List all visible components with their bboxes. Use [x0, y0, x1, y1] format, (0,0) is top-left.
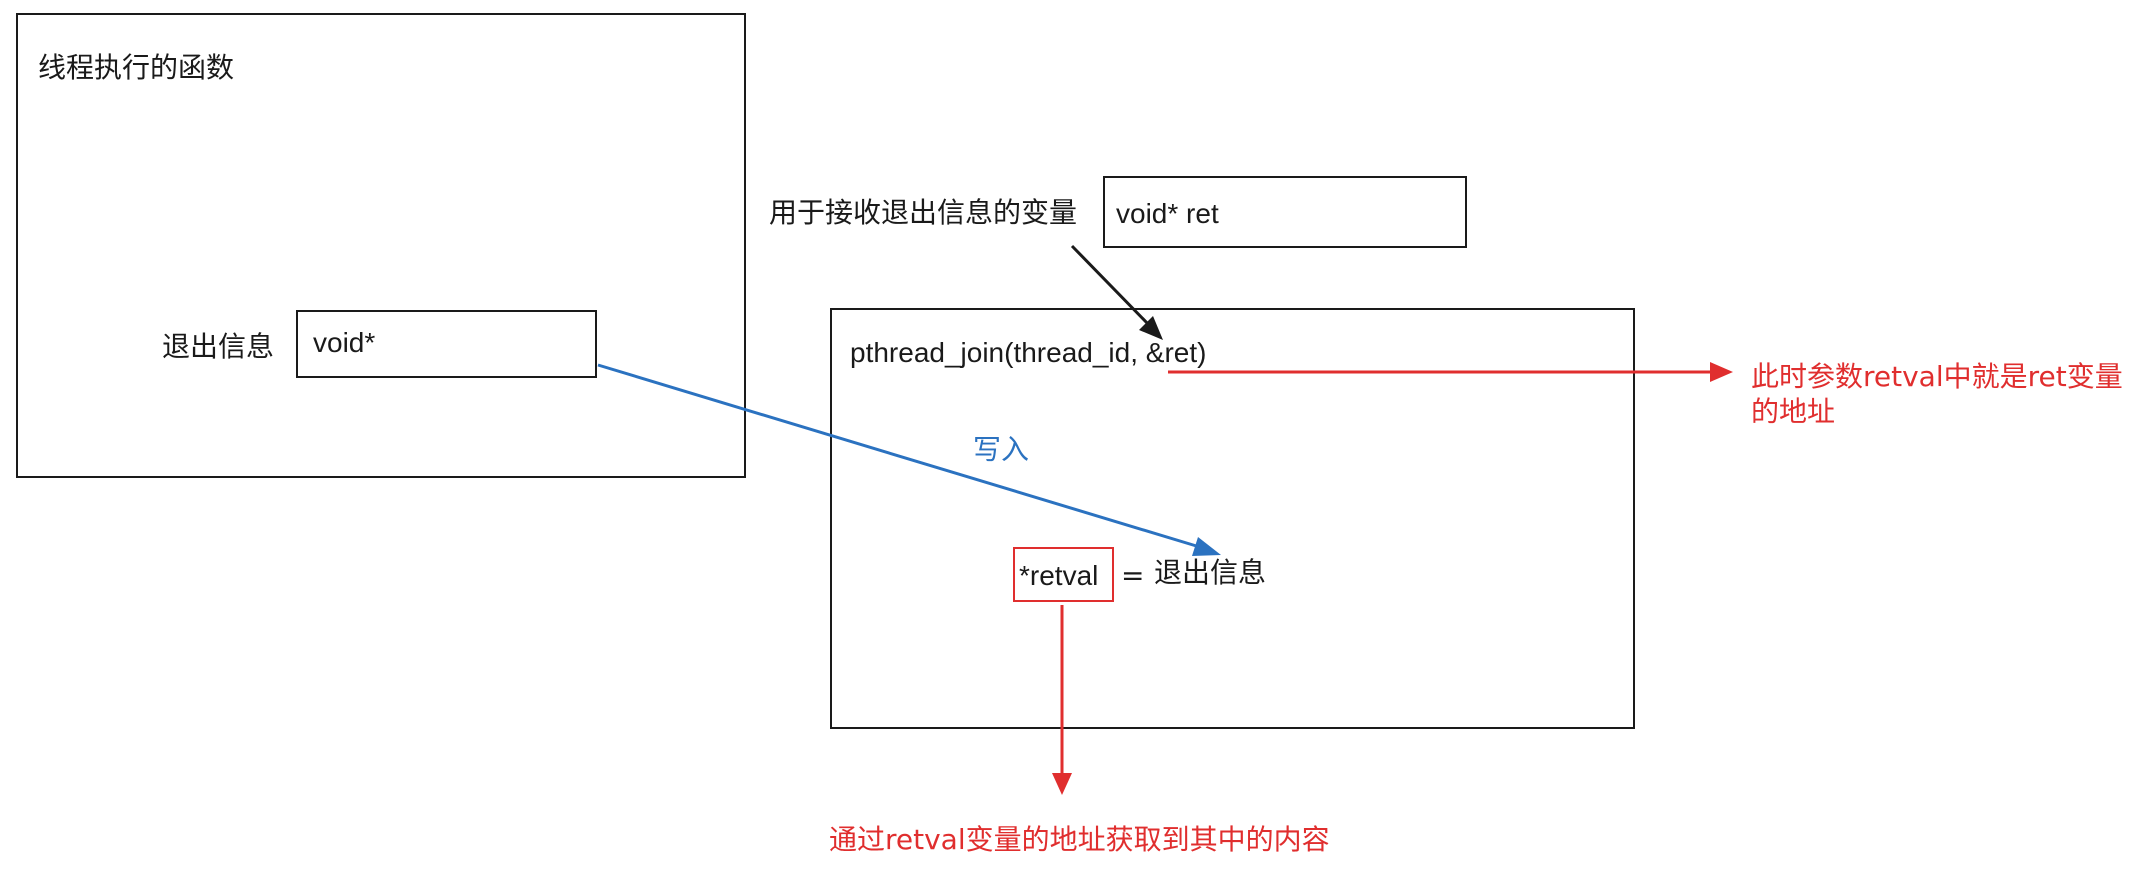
- retval-note-line1: 此时参数retval中就是ret变量: [1751, 360, 2123, 393]
- equals-sign: =: [1121, 559, 1145, 592]
- exit-info-type: void*: [313, 327, 376, 358]
- receiver-label: 用于接收退出信息的变量: [769, 196, 1078, 229]
- write-label: 写入: [973, 433, 1030, 466]
- pthread-join-box: [830, 308, 1635, 729]
- retval-note-line2: 的地址: [1751, 395, 1836, 428]
- pthread-join-call: pthread_join(thread_id, &ret): [850, 337, 1207, 368]
- thread-function-title: 线程执行的函数: [38, 51, 235, 84]
- retval-deref: *retval: [1019, 560, 1099, 591]
- receiver-var-box: [1103, 176, 1467, 248]
- exit-info-rhs: 退出信息: [1154, 556, 1267, 589]
- retval-to-bottom-arrowhead: [1052, 773, 1072, 795]
- exit-info-label: 退出信息: [162, 330, 275, 363]
- receiver-var-decl: void* ret: [1116, 198, 1219, 229]
- bottom-note: 通过retval变量的地址获取到其中的内容: [829, 823, 1330, 856]
- exit-info-box: [296, 310, 597, 378]
- ret-to-note-arrowhead: [1710, 362, 1733, 382]
- thread-function-box: [16, 13, 746, 478]
